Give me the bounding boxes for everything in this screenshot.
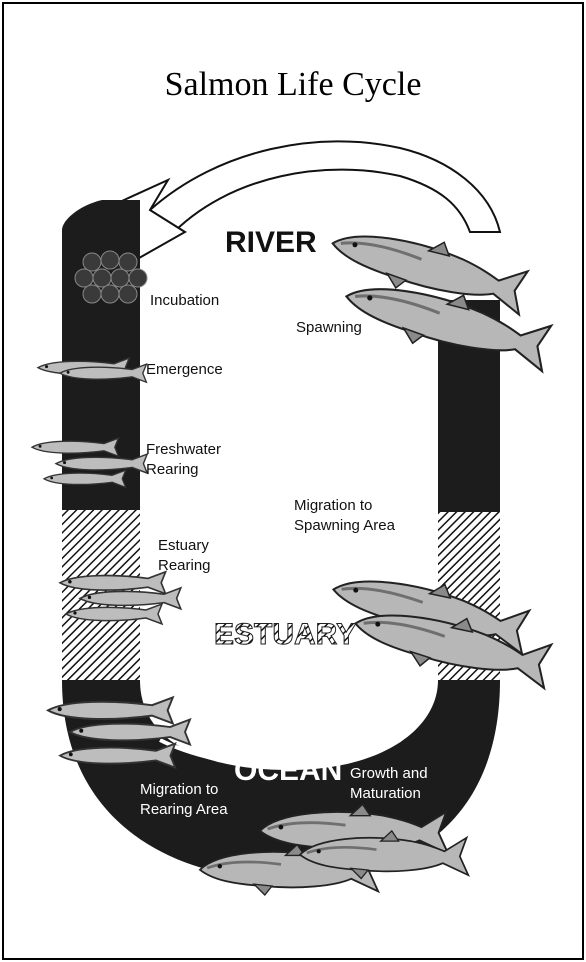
estuary-rearing-label-2: Rearing bbox=[158, 557, 211, 574]
estuary-zone-label: ESTUARY bbox=[214, 618, 356, 651]
migration-spawning-label-2: Spawning Area bbox=[294, 517, 396, 534]
migration-spawning-label-1: Migration to bbox=[294, 497, 372, 514]
spawning-label: Spawning bbox=[296, 319, 362, 336]
emergence-label: Emergence bbox=[146, 361, 223, 378]
freshwater-rearing-label-2: Rearing bbox=[146, 461, 199, 478]
ocean-migration-fish bbox=[48, 697, 190, 767]
estuary-rearing-label-1: Estuary bbox=[158, 537, 209, 554]
river-zone-label: RIVER bbox=[225, 226, 317, 259]
ocean-zone-label: OCEAN bbox=[234, 754, 342, 787]
growth-label-1: Growth and bbox=[350, 765, 428, 782]
migration-rearing-label-1: Migration to bbox=[140, 781, 218, 798]
egg-cluster bbox=[75, 251, 147, 303]
freshwater-rearing-label-1: Freshwater bbox=[146, 441, 221, 458]
incubation-label: Incubation bbox=[150, 292, 219, 309]
growth-label-2: Maturation bbox=[350, 785, 421, 802]
migration-rearing-label-2: Rearing Area bbox=[140, 801, 228, 818]
